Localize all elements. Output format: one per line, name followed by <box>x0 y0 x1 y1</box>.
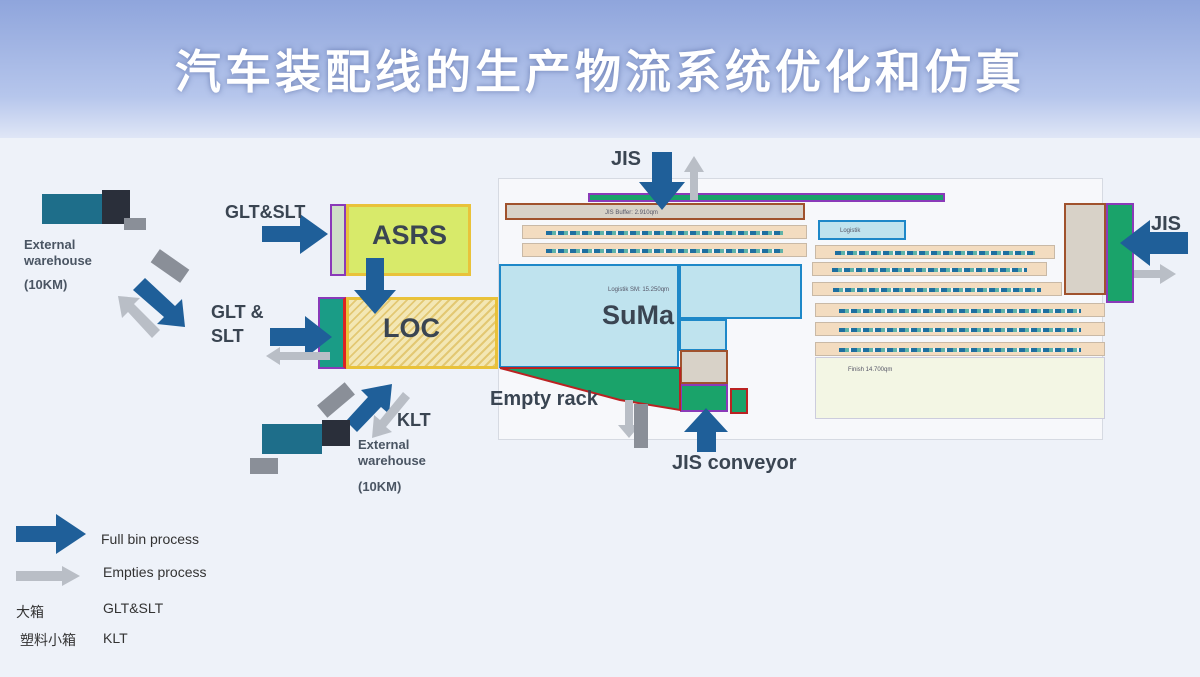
asrs-dock <box>330 204 346 276</box>
legend-klt-cn: 塑料小箱 <box>20 632 76 648</box>
external-warehouse-1-line-2: warehouse <box>24 253 92 268</box>
slide-title: 汽车装配线的生产物流系统优化和仿真 <box>175 45 1025 99</box>
glt-slt-mid-label-2: SLT <box>211 326 244 346</box>
legend-glt: GLT&SLT <box>103 600 164 616</box>
suma-label: SuMa <box>602 300 675 330</box>
truck-icon <box>317 382 355 418</box>
line-row <box>522 243 807 257</box>
line-row <box>815 245 1055 259</box>
line-row <box>522 225 807 239</box>
line-row <box>815 342 1105 356</box>
jis-top-label: JIS <box>611 148 642 170</box>
legend-glt-cn: 大箱 <box>16 604 44 620</box>
jis-buffer-label: JIS Buffer: 2.910qm <box>605 210 658 216</box>
line-row <box>815 322 1105 336</box>
logistik-sm-label: Logistik SM: 15.250qm <box>608 287 670 293</box>
loc-dock <box>318 297 346 369</box>
external-warehouse-1-line-1: External <box>24 237 76 252</box>
warehouse-icon-2 <box>250 420 350 474</box>
external-warehouse-2-distance: (10KM) <box>358 479 402 494</box>
suma-area <box>499 264 679 368</box>
line-row <box>812 282 1062 296</box>
jis-conveyor-box <box>730 388 748 414</box>
glt-slt-mid-label: GLT & <box>211 302 264 322</box>
glt-slt-top-label: GLT&SLT <box>225 202 306 222</box>
external-warehouse-2-line-2: warehouse <box>358 453 426 468</box>
legend-empties: Empties process <box>103 564 207 580</box>
line-row <box>812 262 1047 276</box>
finish-area <box>815 357 1105 419</box>
external-warehouse-1-distance: (10KM) <box>24 277 68 292</box>
line-row <box>815 303 1105 317</box>
loc-label: LOC <box>383 313 440 343</box>
legend-full-arrow <box>16 514 86 554</box>
legend-full-bin: Full bin process <box>101 531 200 547</box>
empty-arrow-ext1 <box>118 296 160 338</box>
suma-area-3 <box>679 319 727 351</box>
truck-icon <box>150 249 190 283</box>
header-band <box>0 0 1200 138</box>
jis-conveyor-label: JIS conveyor <box>672 452 797 474</box>
asrs-area <box>346 204 471 276</box>
jis-conveyor-station <box>680 350 728 384</box>
empty-rack-label: Empty rack <box>490 388 598 410</box>
full-arrow-ext1 <box>133 278 185 327</box>
warehouse-icon-1 <box>42 190 146 230</box>
full-arrow-klt <box>346 384 392 432</box>
legend-klt: KLT <box>103 630 128 646</box>
klt-label: KLT <box>397 410 431 430</box>
asrs-label: ASRS <box>372 220 448 250</box>
suma-area-2 <box>679 264 802 319</box>
jis-right-area <box>1064 203 1106 295</box>
jis-right-lane <box>1106 203 1134 303</box>
finish-label: Finish 14.700qm <box>848 367 893 373</box>
jis-top-lane <box>588 193 945 202</box>
jis-conveyor-lanes <box>680 384 728 412</box>
logistik-label: Logistik <box>840 228 861 234</box>
empty-arrow-jis-right <box>1134 264 1176 284</box>
legend-empty-arrow <box>16 566 80 586</box>
external-warehouse-2-line-1: External <box>358 437 410 452</box>
jis-right-label: JIS <box>1151 213 1182 235</box>
logistik-area <box>818 220 906 240</box>
